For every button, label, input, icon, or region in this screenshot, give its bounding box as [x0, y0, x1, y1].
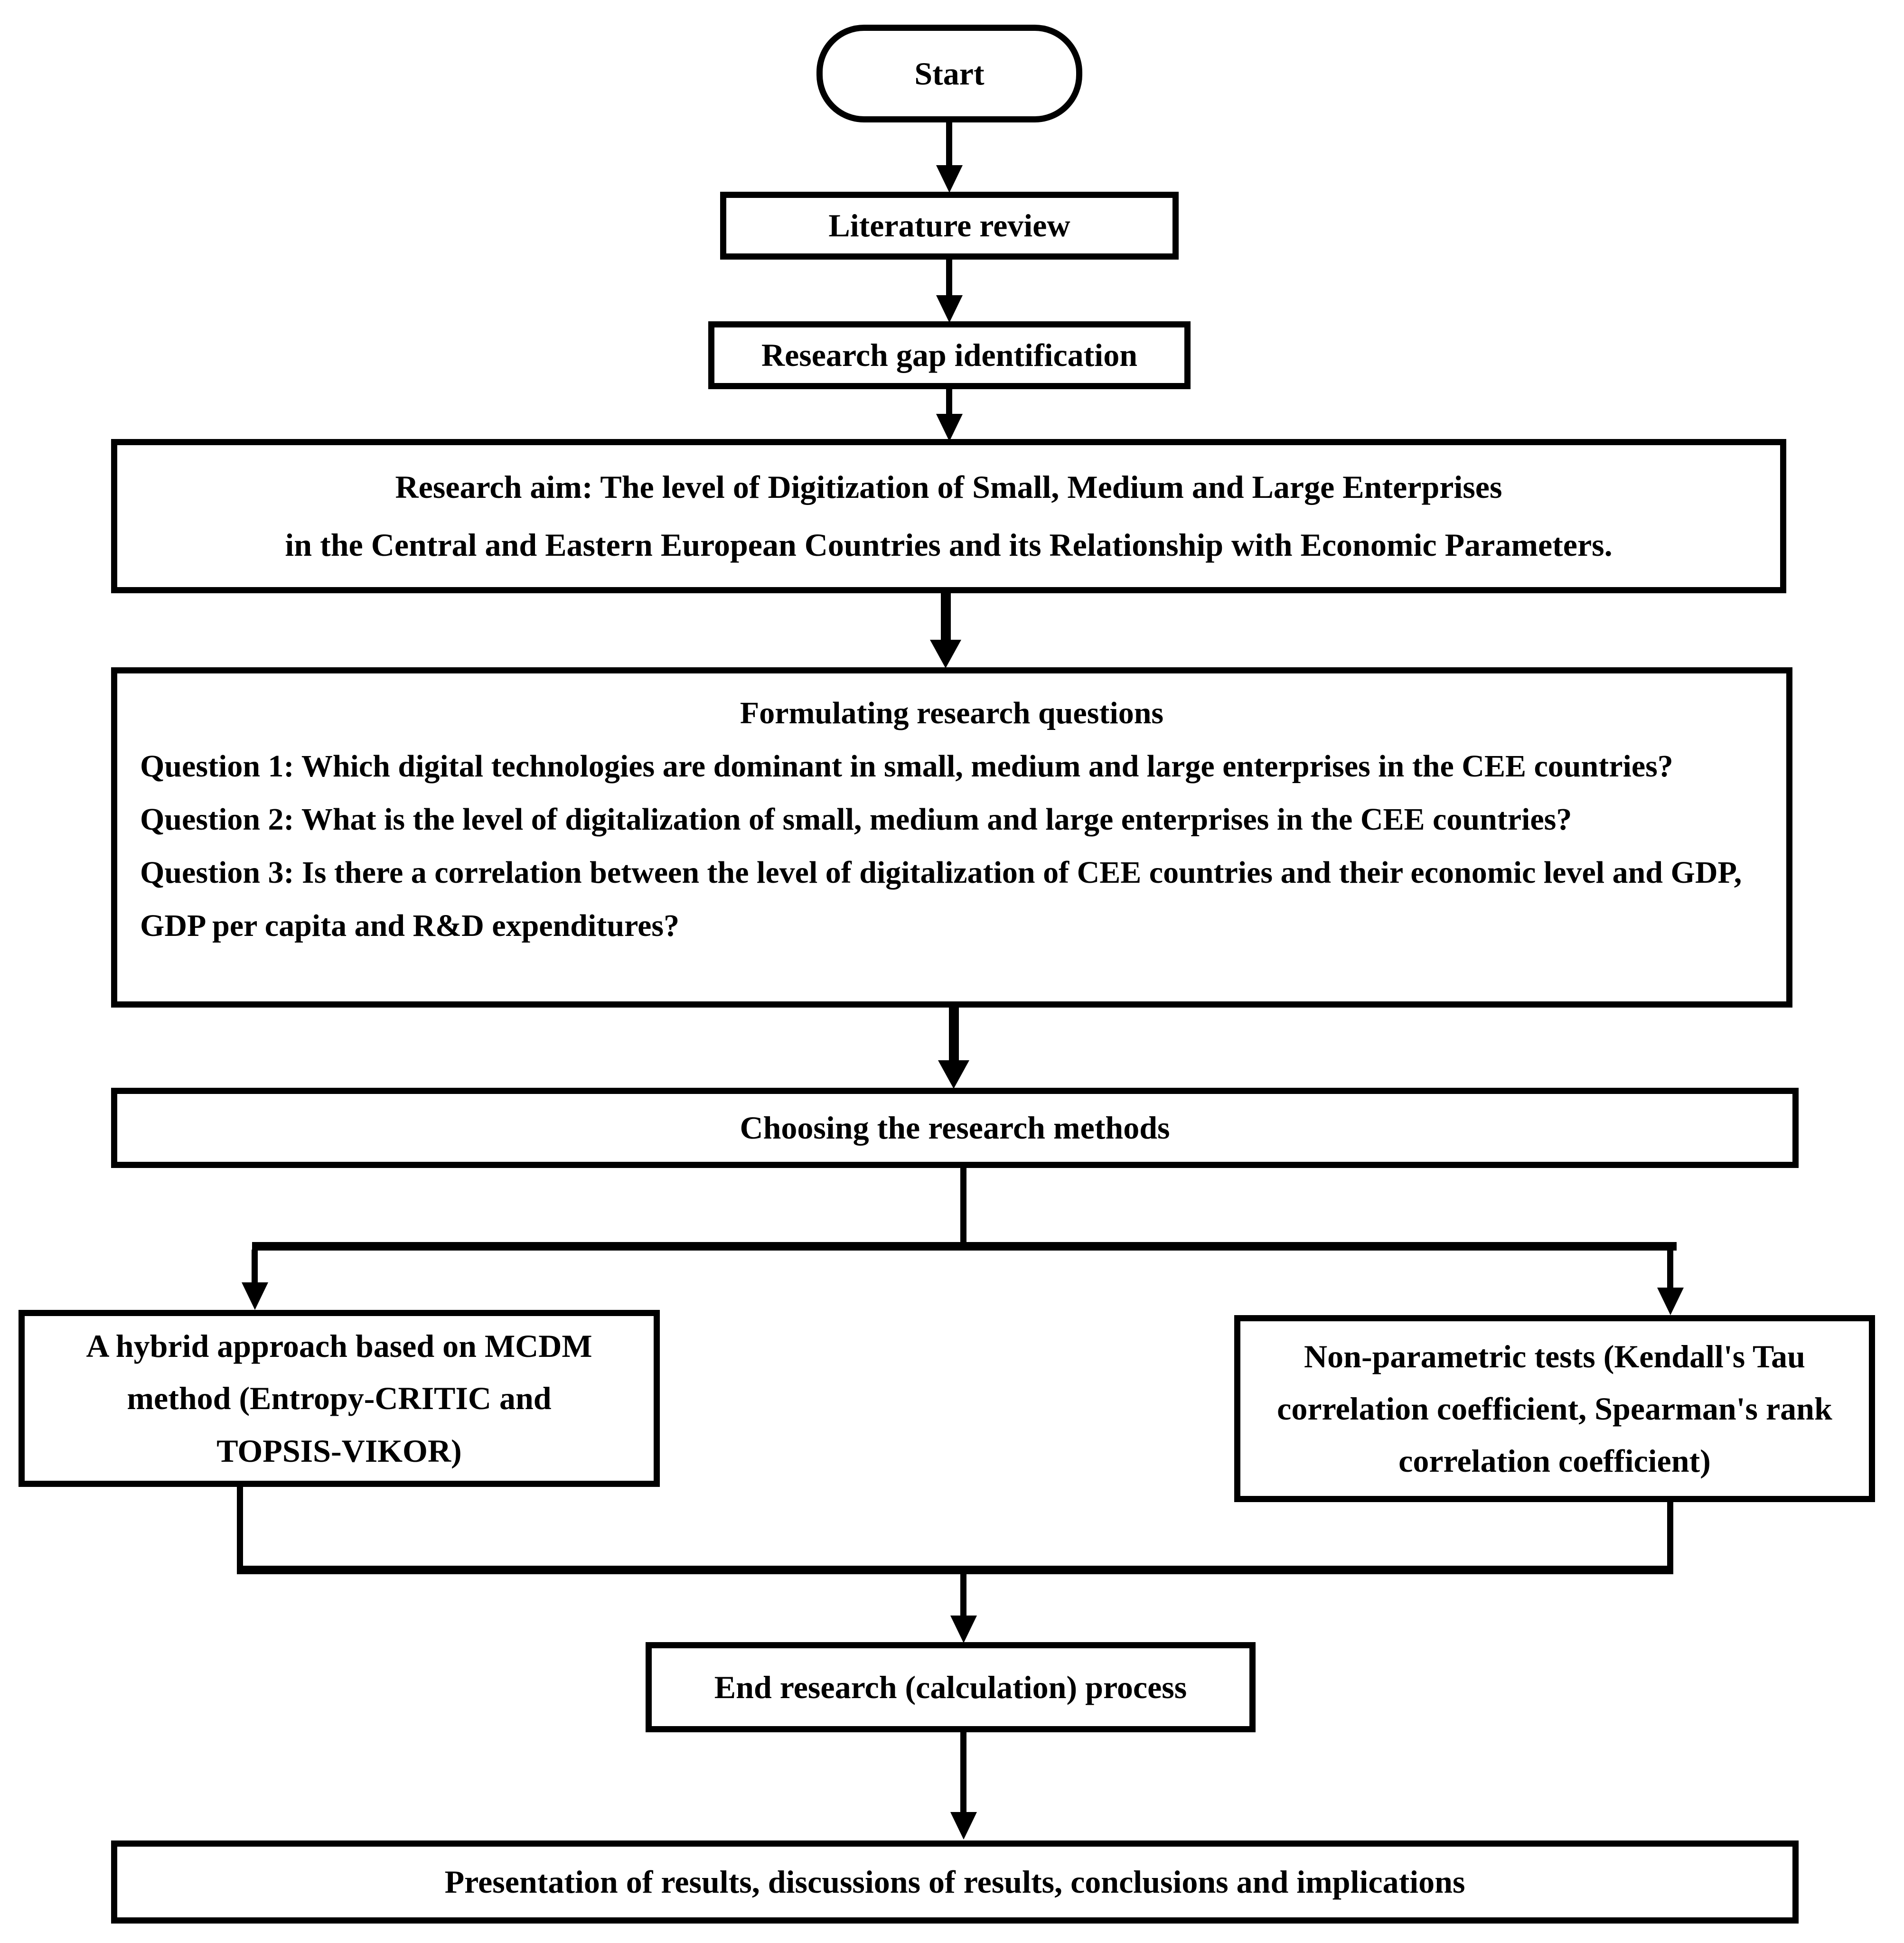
arrow-methods-to-mcdm-stem — [252, 1250, 258, 1283]
research-question-3: Question 3: Is there a correlation betwe… — [140, 855, 1742, 943]
arrowhead-down-icon — [242, 1282, 268, 1310]
research-question-2: Question 2: What is the level of digital… — [140, 802, 1572, 837]
arrowhead-down-icon — [930, 640, 961, 668]
merge-connector-horizontal-bar — [237, 1566, 1673, 1574]
arrow-gap-to-aim-stem — [946, 389, 952, 415]
arrowhead-down-icon — [950, 1616, 977, 1643]
node-presentation-results: Presentation of results, discussions of … — [111, 1840, 1799, 1924]
node-research-gap: Research gap identification — [708, 321, 1191, 389]
node-literature-review: Literature review — [720, 192, 1179, 260]
node-nonparametric-tests: Non-parametric tests (Kendall's Tau corr… — [1234, 1315, 1875, 1502]
arrow-literature-to-gap-stem — [946, 260, 952, 296]
split-connector-center-stem — [960, 1168, 966, 1243]
arrow-questions-to-methods-stem — [949, 1008, 959, 1061]
research-question-1: Question 1: Which digital technologies a… — [140, 749, 1673, 784]
node-start-label: Start — [914, 55, 985, 92]
arrowhead-down-icon — [936, 165, 963, 193]
node-choosing-methods: Choosing the research methods — [111, 1088, 1799, 1168]
node-literature-review-label: Literature review — [828, 207, 1070, 243]
merge-connector-right-stem — [1667, 1501, 1673, 1567]
split-connector-horizontal-bar — [252, 1242, 1677, 1251]
research-questions-title: Formulating research questions — [740, 696, 1164, 730]
research-aim-line2: in the Central and Eastern European Coun… — [285, 526, 1613, 563]
arrowhead-down-icon — [950, 1812, 977, 1840]
node-start: Start — [816, 25, 1082, 122]
node-nonparametric-tests-label: Non-parametric tests (Kendall's Tau corr… — [1277, 1338, 1832, 1479]
merge-connector-left-stem — [237, 1486, 243, 1567]
node-choosing-methods-label: Choosing the research methods — [740, 1110, 1170, 1146]
arrow-methods-to-nonparametric-stem — [1667, 1250, 1673, 1289]
node-research-gap-label: Research gap identification — [761, 337, 1138, 373]
arrow-aim-to-questions-stem — [941, 593, 951, 641]
node-mcdm-approach: A hybrid approach based on MCDM method (… — [19, 1310, 660, 1487]
node-end-research: End research (calculation) process — [646, 1642, 1256, 1732]
research-aim-line1: Research aim: The level of Digitization … — [395, 469, 1502, 505]
node-research-questions: Formulating research questions Question … — [111, 667, 1792, 1008]
arrowhead-down-icon — [938, 1060, 969, 1089]
node-mcdm-approach-label: A hybrid approach based on MCDM method (… — [86, 1328, 592, 1469]
node-presentation-results-label: Presentation of results, discussions of … — [444, 1864, 1465, 1900]
node-research-aim: Research aim: The level of Digitization … — [111, 439, 1786, 593]
arrowhead-down-icon — [1657, 1288, 1684, 1315]
arrowhead-down-icon — [936, 414, 963, 441]
node-end-research-label: End research (calculation) process — [714, 1669, 1187, 1705]
arrowhead-down-icon — [936, 295, 963, 323]
arrow-merge-to-end-stem — [960, 1573, 966, 1616]
arrow-start-to-literature-stem — [946, 122, 952, 166]
arrow-end-to-presentation-stem — [960, 1731, 966, 1813]
